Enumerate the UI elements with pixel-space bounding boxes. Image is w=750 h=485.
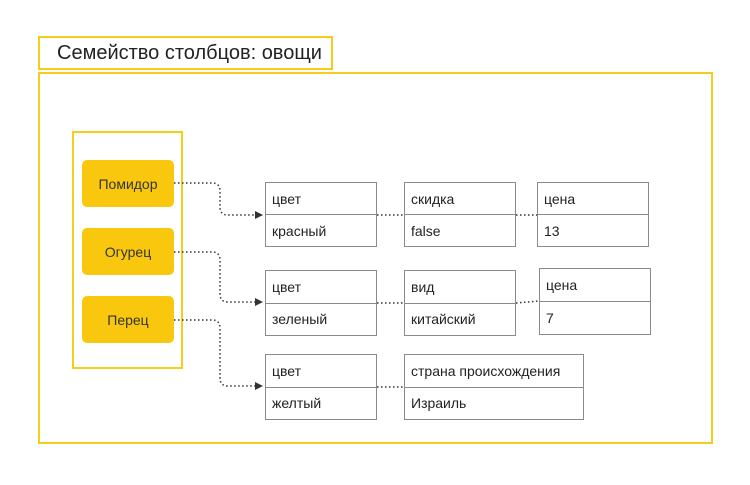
- row-link-arrow: [174, 319, 263, 390]
- column-value: Израиль: [411, 395, 467, 412]
- column-cell: страна происхождения Израиль: [404, 354, 584, 420]
- row-key-cucumber: Огурец: [82, 228, 174, 275]
- column-name: скидка: [405, 183, 515, 215]
- column-family-title-text: Семейство столбцов: овощи: [57, 41, 322, 64]
- row-key-label: Перец: [107, 311, 149, 328]
- column-name: цена: [540, 269, 650, 302]
- row-key-tomato: Помидор: [82, 160, 174, 207]
- column-value: зеленый: [272, 311, 328, 328]
- column-name: цвет: [266, 183, 376, 215]
- column-name: страна происхождения: [405, 355, 583, 388]
- column-value: 7: [546, 310, 554, 326]
- row-link-arrow: [174, 182, 263, 219]
- row-key-label: Помидор: [98, 175, 158, 192]
- column-cell: цена 13: [537, 182, 649, 247]
- column-cell: цвет желтый: [265, 354, 377, 420]
- column-cell: цена 7: [539, 268, 651, 335]
- column-cell: скидка false: [404, 182, 516, 247]
- column-value: 13: [544, 222, 560, 239]
- column-cell: вид китайский: [404, 270, 516, 336]
- column-name: цвет: [266, 271, 376, 304]
- column-name: вид: [405, 271, 515, 304]
- cell-link: [515, 300, 540, 304]
- column-family-title: Семейство столбцов: овощи: [38, 36, 333, 70]
- column-value: false: [411, 222, 441, 239]
- row-key-label: Огурец: [104, 243, 152, 260]
- column-name: цена: [538, 183, 648, 215]
- column-cell: цвет зеленый: [265, 270, 377, 336]
- column-cell: цвет красный: [265, 182, 377, 247]
- row-link-arrow: [174, 251, 263, 306]
- row-keys-container: [72, 131, 183, 369]
- column-value: желтый: [272, 395, 322, 412]
- column-value: красный: [272, 222, 327, 239]
- column-value: китайский: [411, 311, 476, 328]
- row-key-pepper: Перец: [82, 296, 174, 343]
- column-family-container: [38, 72, 713, 444]
- column-name: цвет: [266, 355, 376, 388]
